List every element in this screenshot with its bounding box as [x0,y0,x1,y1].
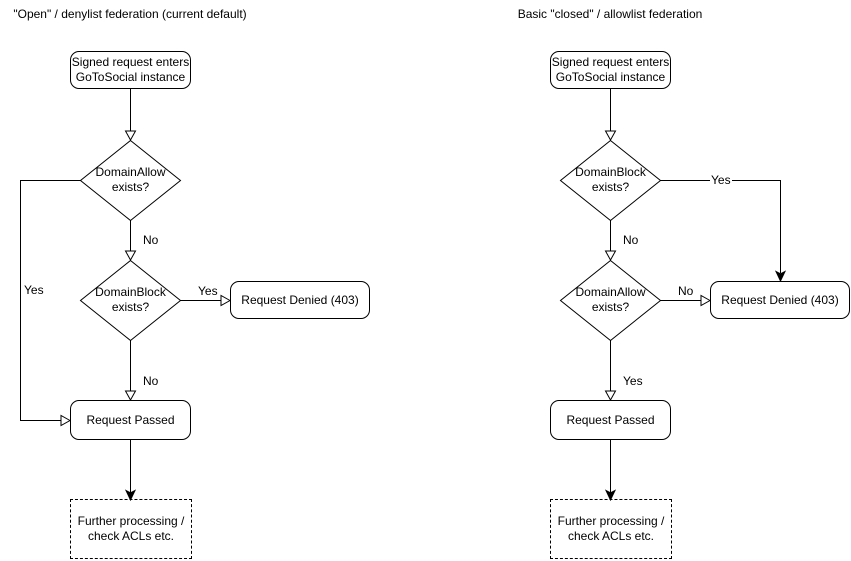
passed-node: Request Passed [70,400,191,440]
decision2-label: DomainAllow exists? [575,285,646,314]
edge-label-no: No [142,374,160,388]
arrowhead-filled [604,489,617,502]
chart-title: "Open" / denylist federation (current de… [13,7,247,21]
denied-node: Request Denied (403) [710,281,850,319]
edge-label-no: No [677,284,695,298]
arrowhead-filled [774,270,787,283]
decision1-label: DomainBlock exists? [575,165,646,194]
start-node: Signed request enters GoToSocial instanc… [550,51,671,89]
connector-line-yes-loop [20,180,81,421]
passed-node: Request Passed [550,400,671,440]
arrowhead-open [124,390,137,402]
arrowhead-open [220,294,232,307]
left-chart-wires [20,89,232,502]
arrowhead-open [604,390,617,402]
edge-label-yes: Yes [710,173,732,187]
arrowhead-open [124,130,137,142]
chart-title: Basic "closed" / allowlist federation [517,7,703,21]
denied-node: Request Denied (403) [230,281,370,319]
decision2-label: DomainBlock exists? [95,285,166,314]
right-chart-wires [559,89,787,502]
arrowhead-open [604,130,617,142]
arrowhead-open [604,250,617,262]
arrowhead-open [60,414,72,427]
edge-label-yes: Yes [197,284,219,298]
start-node: Signed request enters GoToSocial instanc… [70,51,191,89]
arrowhead-filled [124,489,137,502]
arrowhead-open [700,294,712,307]
further-processing-node: Further processing / check ACLs etc. [550,499,672,559]
edge-label-no: No [622,233,640,247]
edge-label-yes: Yes [622,374,644,388]
connector-line-yes-denied [660,180,781,273]
arrowhead-open [124,250,137,262]
decision1-label: DomainAllow exists? [95,165,166,194]
edge-label-no: No [142,233,160,247]
further-processing-node: Further processing / check ACLs etc. [70,499,192,559]
edge-label-yes: Yes [23,283,45,297]
